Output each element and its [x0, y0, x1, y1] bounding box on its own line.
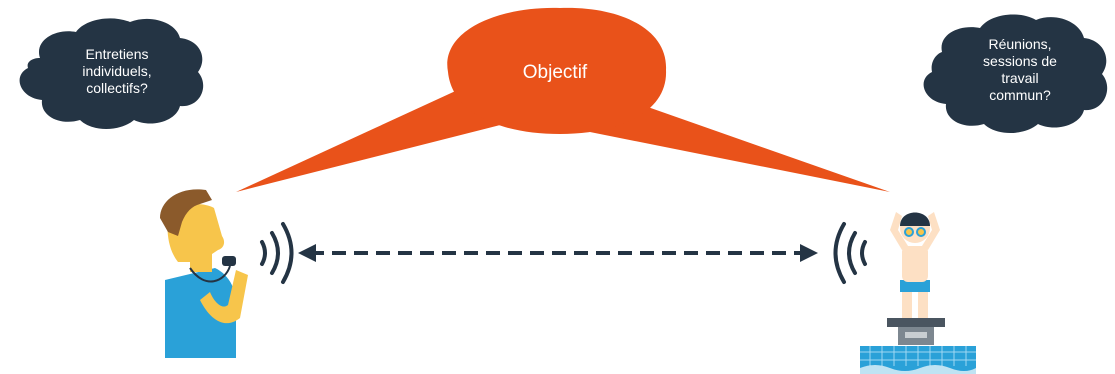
- bubble-tail-left: [236, 88, 520, 192]
- right-cloud-line: sessions de: [983, 53, 1057, 69]
- swim-trunks: [900, 280, 930, 292]
- objectif-label: Objectif: [522, 62, 588, 83]
- bubble-body: [447, 7, 667, 134]
- left-cloud-line: collectifs?: [86, 80, 148, 96]
- left-cloud-line: individuels,: [82, 63, 152, 79]
- pool-lane-grid: [860, 346, 976, 366]
- right-cloud-line: travail: [1001, 70, 1039, 86]
- signal-waves-right-icon: [833, 222, 867, 284]
- right-cloud-line: commun?: [989, 87, 1051, 103]
- coach-figure: [160, 189, 248, 358]
- coach-arm: [200, 270, 248, 324]
- arrow-head-right: [800, 244, 818, 262]
- left-cloud-shape: [19, 18, 204, 129]
- goggles-icon: [904, 227, 914, 237]
- whistle-cord: [189, 265, 231, 283]
- right-cloud-line: Réunions,: [988, 36, 1052, 52]
- signal-waves-left-icon: [260, 222, 294, 284]
- left-cloud-line: Entretiens: [85, 46, 149, 62]
- right-cloud-text: Réunions, sessions de travail commun?: [960, 36, 1080, 104]
- whistle-icon: [222, 256, 236, 266]
- coach-shirt: [165, 268, 237, 358]
- objectif-bubble: [236, 7, 890, 192]
- right-cloud-shape: [923, 14, 1108, 134]
- swimmer-figure: [860, 212, 976, 374]
- communication-arrow: [298, 244, 818, 262]
- starting-block: [887, 318, 945, 327]
- swim-cap: [900, 212, 930, 226]
- arrow-head-left: [298, 244, 316, 262]
- coach-hair: [160, 189, 212, 236]
- left-cloud-text: Entretiens individuels, collectifs?: [52, 46, 182, 97]
- bubble-tail-right: [580, 92, 890, 192]
